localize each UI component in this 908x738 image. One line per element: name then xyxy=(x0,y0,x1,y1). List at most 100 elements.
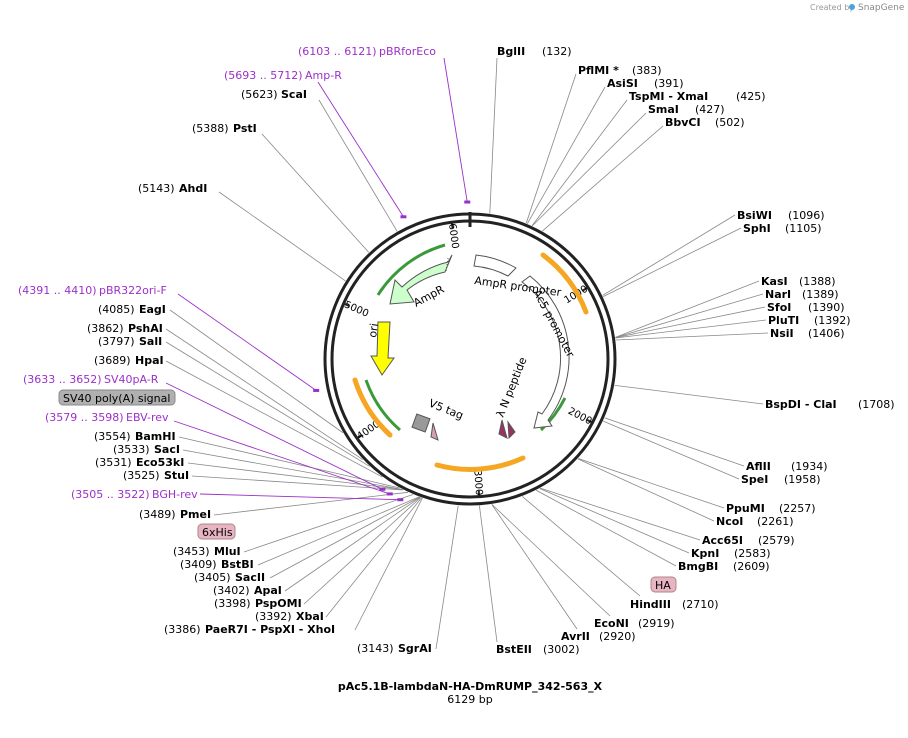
enzyme-eagi-pos: (4085) xyxy=(98,303,135,316)
enzyme-apai-name[interactable]: ApaI xyxy=(254,584,282,597)
enzyme-sacii-name[interactable]: SacII xyxy=(235,571,265,584)
enzyme-acc65i-pos: (2579) xyxy=(758,534,795,547)
primer-sv40pa-name[interactable]: SV40pA-R xyxy=(104,373,159,386)
enzyme-aflii-pos: (1934) xyxy=(791,460,828,473)
orange-arc-2 xyxy=(434,455,526,472)
leader-enzymes_right-23 xyxy=(491,504,578,630)
primer-leader-4 xyxy=(173,420,390,495)
primer-sv40pa-range: (3633 .. 3652) xyxy=(23,373,102,386)
enzyme-pshai-name[interactable]: PshAI xyxy=(128,322,163,335)
enzyme-avrii-name[interactable]: AvrII xyxy=(561,630,590,643)
enzyme-labels-left: (5623) ScaI (5388) PstI (5143) AhdI (408… xyxy=(87,88,432,655)
leader-enzymes_left-14 xyxy=(269,496,420,579)
enzyme-hpai-name[interactable]: HpaI xyxy=(135,354,164,367)
enzyme-stui-name[interactable]: StuI xyxy=(164,469,189,482)
enzyme-nari-name[interactable]: NarI xyxy=(765,288,791,301)
enzyme-pflmi-name[interactable]: PflMI * xyxy=(578,64,619,77)
enzyme-bstbi-pos: (3409) xyxy=(180,558,217,571)
enzyme-pluti-name[interactable]: PluTI xyxy=(768,314,799,327)
credit-prefix: Created by xyxy=(810,3,854,12)
v5-tag-box[interactable] xyxy=(411,413,431,433)
feature-label-lambda-n: λ N peptide xyxy=(494,355,530,419)
enzyme-sacii-pos: (3405) xyxy=(194,571,231,584)
enzyme-acc65i-name[interactable]: Acc65I xyxy=(702,534,743,547)
enzyme-ncoi-name[interactable]: NcoI xyxy=(716,515,743,528)
green-arc-2 xyxy=(364,379,401,432)
enzyme-bbvci-name[interactable]: BbvCI xyxy=(665,116,701,129)
enzyme-econi-name[interactable]: EcoNI xyxy=(594,617,629,630)
enzyme-mlui-name[interactable]: MluI xyxy=(214,545,241,558)
enzyme-scai-name[interactable]: ScaI xyxy=(281,88,307,101)
ampr-arrow[interactable] xyxy=(389,254,453,305)
primer-ampr-name[interactable]: Amp-R xyxy=(305,69,342,82)
enzyme-bmgbi-name[interactable]: BmgBI xyxy=(678,560,718,573)
primer-ebv-name[interactable]: EBV-rev xyxy=(126,411,169,424)
enzyme-sphi-name[interactable]: SphI xyxy=(743,222,771,235)
primer-bgh-name[interactable]: BGH-rev xyxy=(152,488,198,501)
enzyme-sgrai-name[interactable]: SgrAI xyxy=(398,642,432,655)
enzyme-bsiwi-pos: (1096) xyxy=(788,209,825,222)
enzyme-smai-name[interactable]: SmaI xyxy=(648,103,679,116)
enzyme-bsiwi-name[interactable]: BsiWI xyxy=(737,209,772,222)
enzyme-tspmi-xmai-name[interactable]: TspMI - XmaI xyxy=(629,90,708,103)
his-box[interactable]: 6xHis xyxy=(197,523,236,540)
enzyme-kasi-name[interactable]: KasI xyxy=(761,275,788,288)
enzyme-saci-name[interactable]: SacI xyxy=(154,443,180,456)
leader-enzymes_right-24 xyxy=(479,505,498,643)
feature-label-ampr-promoter: AmpR promoter xyxy=(474,274,563,299)
ori-arrow[interactable] xyxy=(370,321,395,376)
leader-enzymes_right-16 xyxy=(578,458,725,509)
primer-marker-1 xyxy=(400,215,407,219)
lambda-n-marker-2[interactable] xyxy=(507,420,516,440)
lambda-n-marker[interactable] xyxy=(498,419,508,439)
enzyme-mlui-pos: (3453) xyxy=(173,545,210,558)
v5-adjacent-marker xyxy=(430,422,439,441)
leader-enzymes_right-2 xyxy=(527,86,606,224)
feature-label-ampr: AmpR xyxy=(411,283,446,310)
primer-pbrforeco-name[interactable]: pBRforEco xyxy=(379,45,436,58)
primer-labels: (6103 .. 6121) pBRforEco (5693 .. 5712) … xyxy=(18,45,436,501)
enzyme-nsii-name[interactable]: NsiI xyxy=(770,327,794,340)
ac5-promoter-arrow[interactable] xyxy=(521,275,570,429)
enzyme-bspdi-clai-name[interactable]: BspDI - ClaI xyxy=(765,398,837,411)
feature-label-v5-tag: V5 tag xyxy=(427,397,465,423)
enzyme-bstbi-name[interactable]: BstBI xyxy=(221,558,254,571)
tick-mark-4000 xyxy=(356,433,363,440)
ha-box[interactable]: HA xyxy=(650,576,677,593)
tick-label-2000: 2000 xyxy=(566,406,594,428)
enzyme-hindiii-name[interactable]: HindIII xyxy=(630,598,671,611)
enzyme-asisi-name[interactable]: AsiSI xyxy=(607,77,638,90)
tick-mark-2000 xyxy=(586,419,593,424)
leader-enzymes_left-2 xyxy=(218,191,346,282)
enzyme-eagi-name[interactable]: EagI xyxy=(139,303,166,316)
enzyme-bsteii-name[interactable]: BstEII xyxy=(496,643,532,656)
enzyme-psti-name[interactable]: PstI xyxy=(233,122,257,135)
leader-enzymes_left-13 xyxy=(257,496,420,566)
enzyme-spei-name[interactable]: SpeI xyxy=(741,473,768,486)
primer-pbr322ori-name[interactable]: pBR322ori-F xyxy=(99,284,167,297)
enzyme-sgrai-pos: (3143) xyxy=(357,642,394,655)
leader-enzymes_right-12 xyxy=(615,332,769,341)
sv40-box[interactable]: SV40 poly(A) signal xyxy=(58,389,176,406)
ampr-promoter-arrow[interactable] xyxy=(473,254,517,277)
enzyme-xhoi-name[interactable]: PaeR7I - PspXI - XhoI xyxy=(205,623,335,636)
enzyme-bglii-name[interactable]: BglII xyxy=(497,45,525,58)
enzyme-ahdi-pos: (5143) xyxy=(138,182,175,195)
leader-enzymes_left-8 xyxy=(182,449,403,490)
enzyme-spei-pos: (1958) xyxy=(784,473,821,486)
backbone-outer xyxy=(323,212,617,506)
enzyme-pmei-name[interactable]: PmeI xyxy=(180,508,211,521)
enzyme-sfoi-name[interactable]: SfoI xyxy=(767,301,791,314)
primer-bgh-range: (3505 .. 3522) xyxy=(71,488,150,501)
enzyme-kpni-name[interactable]: KpnI xyxy=(691,547,719,560)
enzyme-sali-name[interactable]: SalI xyxy=(139,335,162,348)
enzyme-ppumi-name[interactable]: PpuMI xyxy=(726,502,765,515)
enzyme-eco53ki-name[interactable]: Eco53kI xyxy=(136,456,184,469)
enzyme-bamhi-name[interactable]: BamHI xyxy=(135,430,176,443)
enzyme-xbai-name[interactable]: XbaI xyxy=(296,610,324,623)
enzyme-eco53ki-pos: (3531) xyxy=(95,456,132,469)
enzyme-ahdi-name[interactable]: AhdI xyxy=(179,182,207,195)
enzyme-pspomi-name[interactable]: PspOMI xyxy=(255,597,302,610)
enzyme-aflii-name[interactable]: AflII xyxy=(746,460,771,473)
